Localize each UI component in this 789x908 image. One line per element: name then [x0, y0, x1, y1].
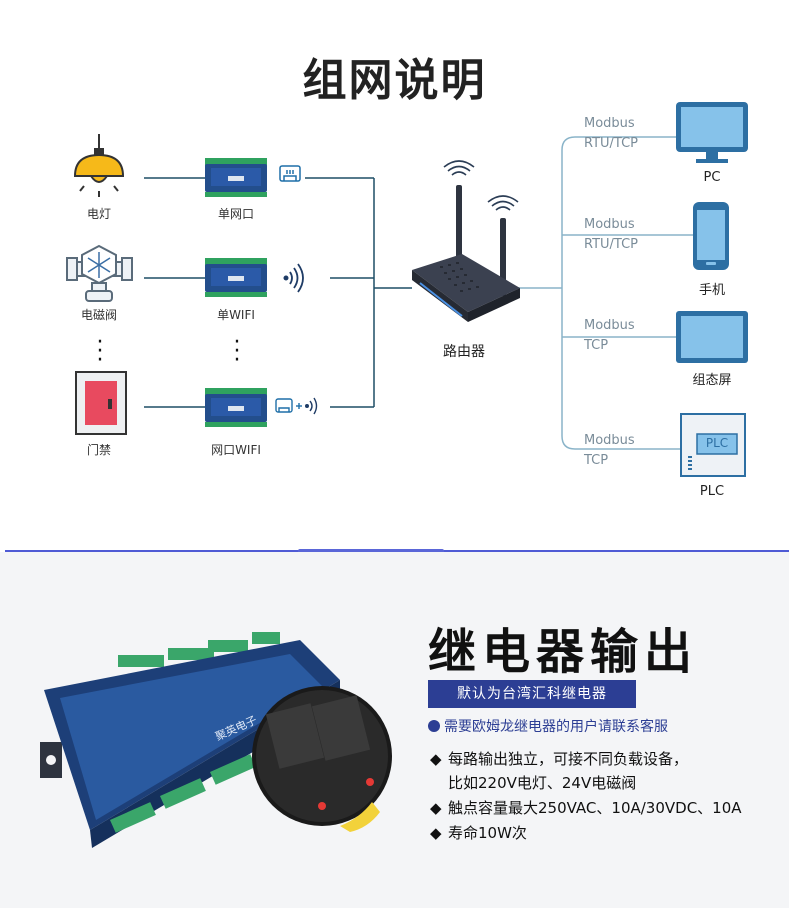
diamond-bullet-icon: ◆ [430, 824, 442, 842]
diamond-bullet-icon: ◆ [430, 750, 442, 768]
protocol-line2: RTU/TCP [584, 237, 639, 252]
relay-module-2 [205, 258, 267, 297]
relay-module-3 [205, 388, 267, 427]
protocol-line1: Modbus [584, 217, 635, 232]
router-icon [412, 160, 520, 322]
feature-item: ◆ 寿命10W次 [430, 822, 527, 843]
module-label-ethernet-wifi: 网口WIFI [211, 443, 261, 457]
customer-service-icon [428, 720, 440, 732]
section-divider-tab [298, 549, 444, 554]
module-label-ethernet: 单网口 [217, 207, 254, 221]
device-label-lamp: 电灯 [86, 207, 111, 221]
device-label-pc: PC [703, 170, 721, 185]
protocol-line2: TCP [584, 338, 609, 353]
lamp-icon [73, 134, 125, 197]
phone-icon [693, 202, 729, 270]
protocol-line1: Modbus [584, 116, 635, 131]
protocol-line1: Modbus [584, 318, 635, 333]
feature-item-continued: 比如220V电灯、24V电磁阀 [448, 772, 636, 793]
contact-service-note: 需要欧姆龙继电器的用户请联系客服 [428, 716, 668, 736]
relay-module-1 [205, 158, 267, 197]
plc-inner-label: PLC [705, 436, 729, 450]
ellipsis-middle: ··· [233, 330, 241, 373]
protocol-line1: Modbus [584, 433, 635, 448]
ellipsis-left: ··· [96, 330, 104, 373]
monitor-icon [676, 102, 748, 163]
device-label-plc: PLC [699, 484, 725, 499]
valve-icon [66, 244, 133, 302]
protocol-label-hmi: Modbus TCP [584, 316, 635, 356]
default-relay-tag: 默认为台湾汇科继电器 [428, 680, 636, 708]
wifi-signal-icon [283, 263, 304, 293]
feature-text: 触点容量最大250VAC、10A/30VDC、10A [448, 799, 742, 817]
protocol-label-pc: Modbus RTU/TCP [584, 114, 638, 154]
feature-item: ◆ 触点容量最大250VAC、10A/30VDC、10A [430, 797, 742, 818]
protocol-label-phone: Modbus RTU/TCP [584, 215, 638, 255]
device-label-valve: 电磁阀 [80, 308, 117, 322]
device-label-phone: 手机 [698, 283, 725, 298]
page-title: 组网说明 [302, 55, 487, 106]
relay-board [40, 632, 392, 848]
router-label: 路由器 [443, 344, 485, 360]
module-links [144, 177, 412, 408]
diamond-bullet-icon: ◆ [430, 799, 442, 817]
ethernet-wifi-icon [275, 397, 318, 415]
touchscreen-icon [676, 311, 748, 363]
device-label-door: 门禁 [86, 443, 111, 457]
protocol-line2: RTU/TCP [584, 136, 639, 151]
feature-text: 比如220V电灯、24V电磁阀 [448, 774, 637, 792]
plc-icon [680, 413, 746, 477]
door-access-icon [75, 371, 127, 435]
protocol-line2: TCP [584, 453, 609, 468]
ethernet-icon [279, 165, 301, 182]
service-text: 需要欧姆龙继电器的用户请联系客服 [444, 719, 668, 735]
feature-item: ◆ 每路输出独立，可接不同负载设备， [430, 748, 688, 769]
device-label-hmi: 组态屏 [692, 373, 732, 388]
relay-section-title: 继电器输出 [428, 624, 699, 680]
feature-text: 寿命10W次 [448, 824, 527, 842]
protocol-label-plc: Modbus TCP [584, 431, 635, 471]
feature-text: 每路输出独立，可接不同负载设备， [448, 750, 689, 768]
module-label-wifi: 单WIFI [217, 308, 255, 322]
